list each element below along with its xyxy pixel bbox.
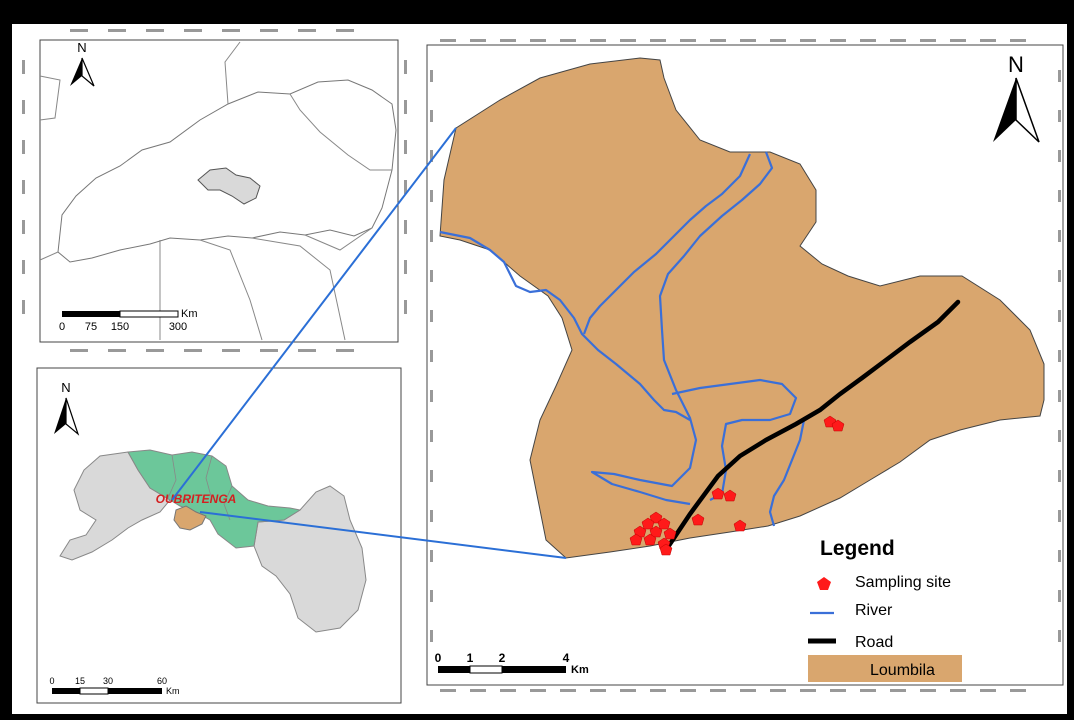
main-scale-tick-1: 1	[467, 651, 474, 665]
sampling-site	[659, 543, 673, 556]
region-scale-tick-1: 15	[75, 676, 85, 686]
sampling-site	[649, 511, 663, 524]
country-scale-tick-2: 150	[111, 321, 129, 333]
sampling-site	[663, 527, 677, 540]
map-legend: Legend Sampling site River Road Loumbila	[808, 537, 962, 682]
river-east-creek	[768, 419, 806, 527]
country-inset-map: N 0 75 150 300 Km	[22, 29, 407, 352]
sampling-site	[831, 419, 845, 432]
sampling-site	[629, 533, 643, 546]
sampling-site	[641, 517, 655, 530]
legend-title: Legend	[820, 537, 895, 560]
country-inset-scale-bar: 0 75 150 300 Km	[59, 308, 198, 333]
loumbila-in-region	[173, 505, 207, 531]
main-scale-tick-0: 0	[435, 651, 442, 665]
legend-symbol-sampling-site	[817, 577, 831, 590]
region-inset-north-label: N	[61, 380, 70, 395]
sampling-site	[733, 519, 747, 532]
river-west-tributary	[439, 230, 691, 421]
region-inset-map: OUBRITENGA N 0 15 30 60 Km	[36, 367, 402, 704]
legend-label-river: River	[855, 602, 893, 619]
sampling-site	[711, 487, 725, 500]
country-inset-north-arrow: N	[70, 40, 95, 87]
connector-line-top	[171, 127, 457, 501]
region-scale-tick-2: 30	[103, 676, 113, 686]
main-scale-tick-3: 4	[563, 651, 570, 665]
loumbila-commune	[439, 57, 1045, 559]
road	[663, 299, 961, 553]
region-inset-scale-bar: 0 15 30 60 Km	[49, 676, 179, 696]
country-scale-tick-3: 300	[169, 321, 187, 333]
neighbour-border-north	[224, 41, 392, 171]
country-scale-unit: Km	[181, 308, 198, 320]
legend-item-sampling-site: Sampling site	[817, 574, 951, 591]
main-scale-unit: Km	[571, 664, 589, 676]
river-north-tributary	[582, 153, 752, 335]
legend-item-river: River	[810, 602, 893, 619]
region-scale-tick-0: 0	[49, 676, 54, 686]
country-scale-tick-1: 75	[85, 321, 97, 333]
main-map-north-arrow: N	[993, 52, 1040, 143]
region-inset-north-arrow: N	[54, 380, 80, 436]
river-network	[439, 151, 806, 527]
inset-connector-lines	[171, 127, 567, 559]
country-inset-tick-marks	[22, 29, 407, 352]
region-scale-unit: Km	[166, 686, 180, 696]
main-map-tick-marks	[430, 39, 1061, 692]
main-map-scale-bar: 0 1 2 4 Km	[435, 651, 589, 676]
sampling-site	[657, 517, 671, 530]
main-map-north-label: N	[1008, 52, 1024, 77]
study-area-in-country	[197, 167, 261, 205]
region-scale-tick-3: 60	[157, 676, 167, 686]
river-main-channel	[590, 151, 774, 506]
sampling-site	[649, 525, 663, 538]
country-scale-tick-0: 0	[59, 321, 65, 333]
legend-label-loumbila: Loumbila	[870, 662, 935, 679]
region-label: OUBRITENGA	[156, 492, 237, 506]
river-east-branch	[671, 378, 798, 501]
sampling-site	[643, 533, 657, 546]
sampling-sites	[629, 415, 845, 556]
legend-label-road: Road	[855, 634, 893, 651]
legend-label-sampling-site: Sampling site	[855, 574, 951, 591]
connector-line-bottom	[199, 511, 567, 559]
legend-item-loumbila: Loumbila	[808, 655, 962, 682]
sampling-site	[691, 513, 705, 526]
main-scale-tick-2: 2	[499, 651, 506, 665]
legend-symbol-loumbila	[808, 655, 962, 682]
neighbour-border-west	[39, 75, 61, 261]
neighbour-border-south	[159, 227, 373, 341]
main-map: N 0 1 2 4 Km Legend Sampling site River	[426, 39, 1064, 692]
oubritenga-region	[127, 449, 302, 549]
legend-item-road: Road	[808, 634, 893, 651]
sampling-site	[723, 489, 737, 502]
country-inset-north-label: N	[77, 40, 86, 55]
